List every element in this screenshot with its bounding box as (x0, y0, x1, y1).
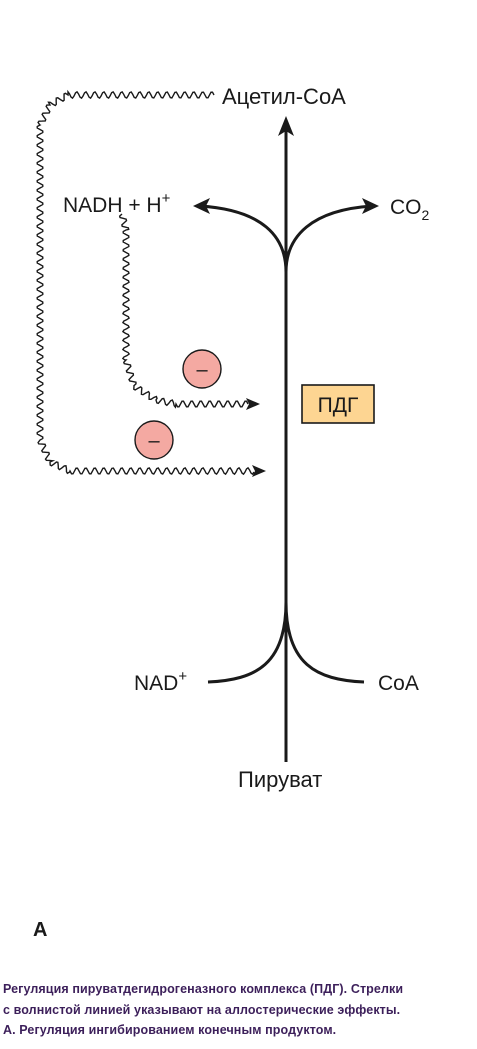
svg-text:–: – (148, 430, 160, 452)
co2-branch-arrowhead (362, 198, 379, 214)
label-co2-base: CO (390, 196, 422, 219)
caption-line-3: А. Регуляция ингибированием конечным про… (3, 1023, 337, 1037)
label-acetyl-coa: Ацетил-CoA (222, 84, 346, 109)
label-nadh: NADH + H+ (63, 190, 171, 217)
label-nad: NAD+ (134, 668, 187, 695)
panel-letter: A (33, 919, 48, 941)
enzyme-box-pdh: ПДГ (301, 384, 375, 424)
main-pathway-arrowhead (278, 116, 294, 136)
nadh-branch-arrow (199, 204, 288, 273)
pdh-regulation-diagram: – – ПДГ Ацетил-CoA NADH + H+ CO2 NAD+ Co… (36, 84, 430, 792)
label-nad-base: NAD (134, 672, 178, 695)
svg-text:ПДГ: ПДГ (318, 394, 359, 417)
inhibition-badge-acetyl-coa: – (134, 420, 174, 460)
co2-branch-arrow (284, 204, 373, 273)
nadh-inhibition-arrowhead (246, 398, 260, 410)
caption-line-1: Регуляция пируватдегидрогеназного компле… (3, 982, 404, 996)
label-nad-sup: + (178, 668, 187, 685)
label-coa: CoA (378, 672, 419, 695)
nadh-branch-arrowhead (193, 198, 210, 214)
label-co2: CO2 (390, 196, 430, 223)
acetyl-coa-inhibition-wavy-line (36, 89, 255, 476)
caption-line-2: с волнистой линией указывают на аллостер… (3, 1002, 401, 1017)
label-nadh-base: NADH + H (63, 194, 162, 217)
acetyl-coa-inhibition-arrowhead (252, 465, 266, 477)
nad-branch-curve (207, 601, 288, 684)
svg-text:–: – (196, 359, 208, 381)
label-nadh-sup: + (162, 190, 171, 207)
label-pyruvate: Пируват (238, 767, 322, 792)
label-co2-sub: 2 (422, 207, 430, 223)
nadh-inhibition-wavy-line (118, 213, 249, 409)
figure-caption: Регуляция пируватдегидрогеназного компле… (3, 979, 473, 1041)
inhibition-badge-nadh: – (182, 349, 222, 389)
coa-branch-curve (284, 601, 365, 684)
